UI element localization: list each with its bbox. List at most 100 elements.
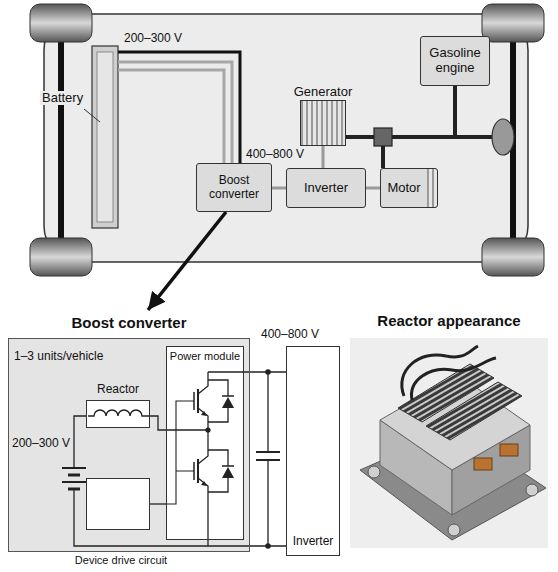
box-outline xyxy=(86,400,150,428)
igbt-symbol xyxy=(201,481,207,486)
wheel xyxy=(482,4,544,42)
node-note: 1–3 units/vehicle xyxy=(14,350,103,364)
part-label: Reactor appearance xyxy=(377,312,520,329)
box-outline xyxy=(86,478,150,530)
text-holder: Inverter xyxy=(286,532,340,552)
part-label: 400–800 V xyxy=(261,328,319,342)
leader-line xyxy=(84,109,100,122)
text-holder: 200–300 V xyxy=(12,437,72,451)
igbt-symbol xyxy=(197,389,199,413)
module-fill xyxy=(166,346,244,540)
terminal xyxy=(474,458,492,470)
part-label: 200–300 V xyxy=(124,32,182,46)
text-holder: Reactor xyxy=(86,382,150,398)
diode-symbol xyxy=(222,397,234,408)
igbt-symbol xyxy=(201,411,207,416)
terminal xyxy=(500,444,518,456)
text-holder: Generator xyxy=(290,84,356,100)
driver-box: Device drive circuit xyxy=(86,478,150,568)
text-holder: Reactor appearance xyxy=(350,311,548,331)
drive-shaft xyxy=(392,135,494,139)
power-split-device xyxy=(374,128,392,146)
text-holder: Battery xyxy=(40,90,92,106)
junction-dot xyxy=(205,427,210,432)
node-label: Inverter xyxy=(304,181,348,196)
capacitor-symbol xyxy=(256,451,280,453)
reactor-coil xyxy=(426,382,522,440)
battery-pack xyxy=(92,46,118,228)
igbt-symbol xyxy=(198,478,208,546)
connector xyxy=(148,212,226,310)
text-holder: 400–800 V xyxy=(250,328,330,342)
car-body xyxy=(44,14,528,262)
text-holder: 400–800 V xyxy=(246,147,308,162)
mounting-bolt xyxy=(526,484,538,496)
battery-symbol xyxy=(68,474,80,477)
power-cable xyxy=(118,62,232,163)
text-holder: Motor xyxy=(380,168,428,208)
inverter-box: Inverter xyxy=(286,168,366,208)
diode-symbol xyxy=(208,380,228,422)
battery-cells xyxy=(97,52,113,222)
lead-wire xyxy=(412,358,496,400)
part-label: Battery xyxy=(40,91,85,106)
mounting-bolt xyxy=(368,466,380,478)
wheel xyxy=(30,4,92,42)
node-label: Boost converter xyxy=(71,314,186,331)
capacitor-symbol xyxy=(256,459,280,461)
text-holder: 200–300 V xyxy=(124,31,194,46)
text-holder: 1–3 units/vehicle xyxy=(14,349,154,365)
node-label: Generator xyxy=(294,85,353,100)
text-holder: Gasoline engine xyxy=(420,36,490,86)
converter-box: Boost converter xyxy=(196,163,272,212)
part-label: 400–800 V xyxy=(246,148,304,162)
connector xyxy=(150,503,166,504)
junction-dot xyxy=(265,543,271,549)
power-cable xyxy=(118,70,224,163)
text-holder: Boost converter xyxy=(196,163,272,212)
box-outline xyxy=(286,346,340,556)
diode-symbol xyxy=(222,395,234,397)
diode-symbol xyxy=(222,465,234,467)
inverter-box: Inverter xyxy=(286,346,340,556)
wire xyxy=(74,416,86,468)
power-module-box: Power module xyxy=(166,346,244,540)
diode-symbol xyxy=(208,450,228,492)
wire xyxy=(208,371,244,372)
drive-shaft xyxy=(453,86,457,137)
connector xyxy=(322,146,325,168)
drive-shaft xyxy=(381,146,385,168)
igbt-symbol xyxy=(197,459,199,483)
drive-shaft xyxy=(346,135,374,139)
inductor-symbol xyxy=(88,410,150,416)
mounting-bolt xyxy=(448,524,460,536)
text-holder: Power module xyxy=(166,348,244,364)
node-label: Reactor xyxy=(97,383,139,397)
diode-symbol xyxy=(222,467,234,478)
node-label: Motor xyxy=(387,181,420,196)
wire xyxy=(74,489,286,546)
node-label: Inverter xyxy=(293,535,334,549)
photo-background xyxy=(350,338,548,548)
differential xyxy=(492,119,514,155)
power-cable xyxy=(118,52,240,163)
box-outline xyxy=(166,346,244,540)
motor-box: Motor xyxy=(380,168,438,208)
igbt-symbol xyxy=(198,408,208,430)
driver-fill xyxy=(86,478,150,530)
generator-box: Generator xyxy=(290,84,356,146)
battery-symbol xyxy=(62,467,86,469)
text-holder: Boost converter xyxy=(8,312,250,334)
igbt-symbol xyxy=(198,372,208,394)
reactor-box: Reactor xyxy=(86,382,150,428)
node-label: Device drive circuit xyxy=(75,554,167,567)
text-holder: Device drive circuit xyxy=(66,553,176,568)
reactor-fill xyxy=(86,400,150,428)
battery-symbol xyxy=(62,481,86,483)
gate-wire xyxy=(166,401,194,504)
engine-box: Gasoline engine xyxy=(420,36,490,86)
text-holder: Inverter xyxy=(286,168,366,208)
connector xyxy=(272,187,286,190)
box-outline xyxy=(300,100,346,146)
